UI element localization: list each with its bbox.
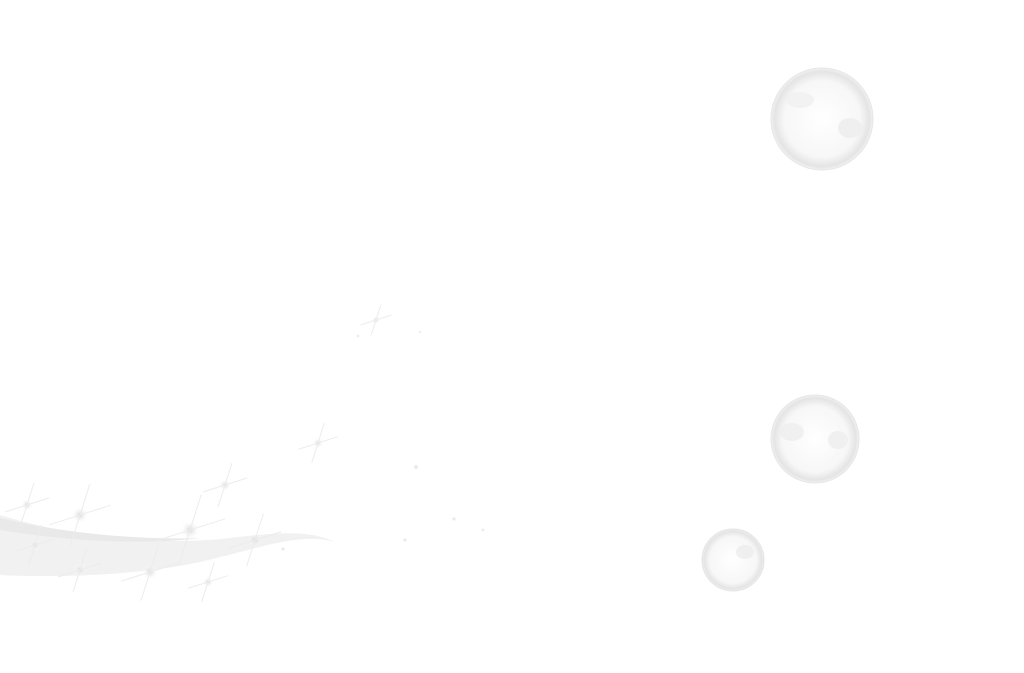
- sparkle-icon: [280, 546, 286, 552]
- sparkle-icon: [298, 423, 338, 463]
- bubble-icon: [770, 67, 874, 171]
- sparkle-icon: [15, 525, 55, 565]
- sparkle-icon: [228, 513, 282, 567]
- sparkle-icon: [402, 537, 408, 543]
- sparkle-icon: [4, 482, 50, 528]
- sparkle-icon: [121, 543, 179, 601]
- sparkle-icon: [154, 494, 226, 566]
- bubble-icon: [701, 528, 765, 592]
- sparkle-icon: [188, 562, 228, 602]
- bubble-icon: [770, 394, 860, 484]
- sparkle-icon: [480, 527, 486, 533]
- sparkle-icon: [57, 547, 103, 593]
- sparkle-icon: [451, 516, 457, 522]
- sparkle-icon: [418, 330, 422, 334]
- sparkle-icon: [360, 304, 392, 336]
- sparkle-icon: [355, 333, 361, 339]
- wave-swoosh: [0, 515, 335, 577]
- sparkle-icon: [49, 484, 111, 546]
- sparkle-icon: [412, 463, 420, 471]
- sparkle-icon: [202, 462, 248, 508]
